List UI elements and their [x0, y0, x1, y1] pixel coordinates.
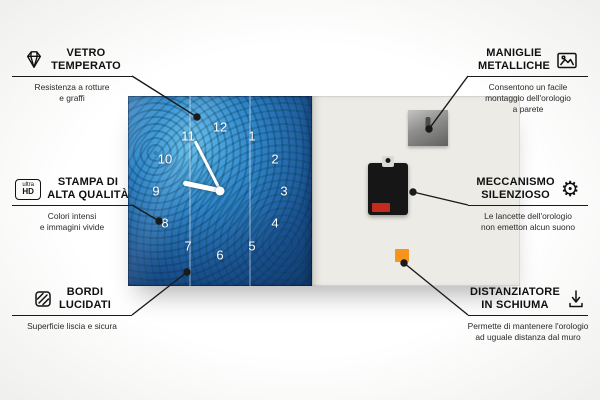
- ultra-hd-text: ultra: [22, 182, 35, 188]
- callout-header: MECCANISMO SILENZIOSO ⚙: [468, 174, 588, 206]
- clock-number: 9: [152, 183, 160, 199]
- callout-header: VETRO TEMPERATO: [12, 45, 132, 77]
- polished-edge-icon: [33, 289, 53, 309]
- clock-number: 6: [216, 247, 224, 263]
- foam-spacer-icon: [566, 289, 586, 309]
- metal-hanger-plate: [408, 110, 448, 146]
- ultra-hd-icon: ultra HD: [15, 178, 42, 200]
- callout-title: VETRO TEMPERATO: [51, 47, 121, 72]
- callout-polished-edges: BORDI LUCIDATI Superficie liscia e sicur…: [12, 284, 132, 332]
- clock-number: 4: [271, 215, 279, 231]
- clock-center-cap: [215, 186, 225, 196]
- callout-subtitle: Resistenza a rotture e graffi: [34, 82, 110, 103]
- callout-subtitle: Permette di mantenere l'orologio ad ugua…: [467, 321, 589, 342]
- clock-number: 10: [157, 151, 173, 167]
- callout-subtitle: Superficie liscia e sicura: [27, 321, 117, 331]
- callout-subtitle: Consentono un facile montaggio dell'orol…: [485, 82, 571, 114]
- clock-number: 7: [184, 238, 192, 254]
- callout-subtitle: Colori intensi e immagini vivide: [39, 211, 105, 232]
- clock-mechanism: [368, 156, 408, 215]
- product-image: 1 2 3 4 5 6 7 8 9 10 11 12: [128, 96, 520, 286]
- callout-title: MECCANISMO SILENZIOSO: [476, 176, 555, 201]
- gear-icon: ⚙: [560, 176, 580, 201]
- callout-header: ultra HD STAMPA DI ALTA QUALITÀ: [12, 174, 132, 206]
- callout-print-quality: ultra HD STAMPA DI ALTA QUALITÀ Colori i…: [12, 174, 132, 233]
- clock-number: 5: [248, 238, 256, 254]
- callout-title: STAMPA DI ALTA QUALITÀ: [47, 176, 129, 201]
- mechanism-hook: [382, 156, 394, 167]
- glass-reflection: [188, 96, 191, 286]
- hanger-slot: [425, 117, 431, 131]
- ultra-hd-text: HD: [22, 187, 34, 196]
- clock-face: 1 2 3 4 5 6 7 8 9 10 11 12: [128, 96, 312, 286]
- glass-reflection: [249, 96, 252, 286]
- callout-header: BORDI LUCIDATI: [12, 284, 132, 316]
- hook-hole: [385, 158, 391, 163]
- callout-title: MANIGLIE METALLICHE: [477, 47, 551, 72]
- clock-number: 12: [212, 119, 228, 135]
- clock-number: 1: [248, 128, 256, 144]
- callout-subtitle: Le lancette dell'orologio non emetton al…: [480, 211, 576, 232]
- callout-foam-spacer: DISTANZIATORE IN SCHIUMA Permette di man…: [468, 284, 589, 343]
- clock-number: 3: [280, 183, 288, 199]
- callout-metal-hangers: MANIGLIE METALLICHE Consentono un facile…: [468, 45, 588, 115]
- callout-title: BORDI LUCIDATI: [58, 286, 112, 311]
- picture-frame-icon: [556, 51, 578, 70]
- callout-header: DISTANZIATORE IN SCHIUMA: [468, 284, 588, 316]
- battery: [372, 203, 390, 212]
- gear-glyph: ⚙: [560, 176, 580, 201]
- callout-tempered-glass: VETRO TEMPERATO Resistenza a rotture e g…: [12, 45, 132, 104]
- clock-number: 2: [271, 151, 279, 167]
- diamond-icon: [23, 50, 45, 70]
- clock-number: 8: [161, 215, 169, 231]
- callout-silent-mechanism: MECCANISMO SILENZIOSO ⚙ Le lancette dell…: [468, 174, 588, 233]
- foam-spacer: [395, 249, 409, 262]
- clock-number: 11: [181, 128, 195, 144]
- callout-header: MANIGLIE METALLICHE: [468, 45, 588, 77]
- callout-title: DISTANZIATORE IN SCHIUMA: [470, 286, 560, 311]
